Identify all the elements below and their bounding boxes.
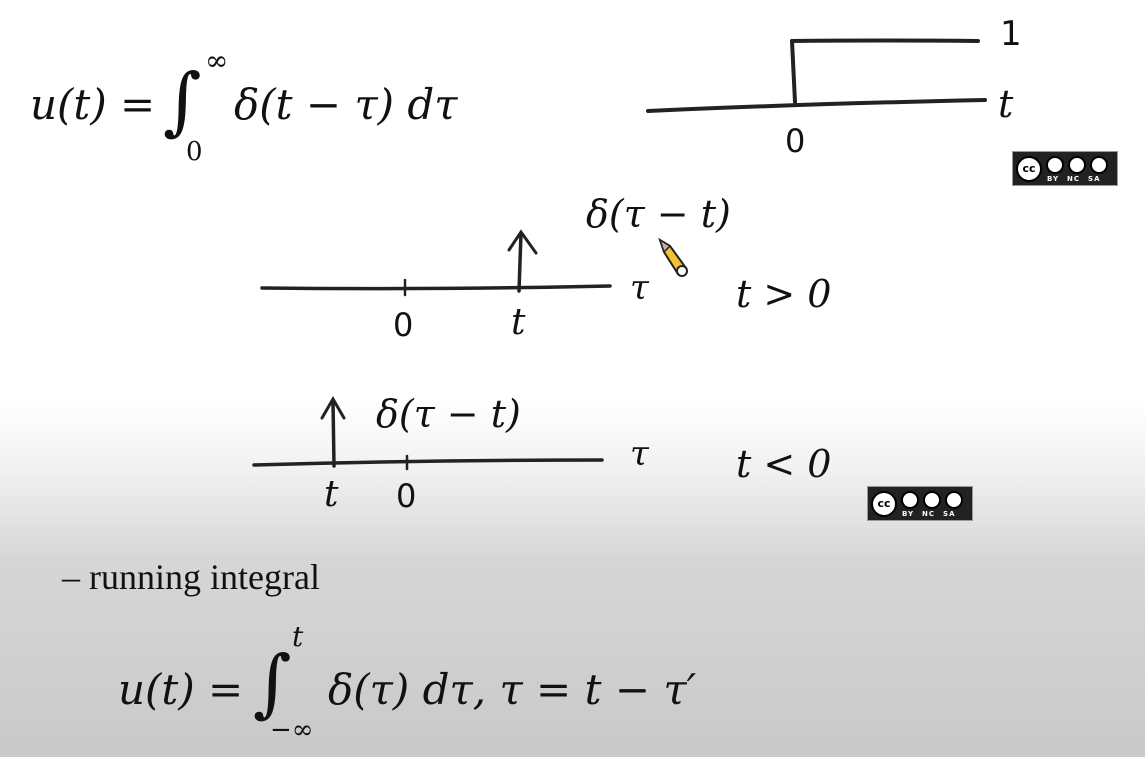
- step-high-label: 1: [1000, 14, 1022, 54]
- pos-axis-label: τ: [630, 268, 649, 308]
- step-rise: [790, 39, 797, 104]
- eq-top-lower-limit: 0: [186, 137, 203, 167]
- neg-impulse-head: [320, 396, 346, 420]
- eq-bottom-integral-sign: ∫: [253, 640, 292, 726]
- plot-neg: [252, 396, 604, 471]
- neg-axis-label: τ: [630, 434, 649, 474]
- license-sa: SA: [943, 510, 956, 518]
- neg-tick-t-label: t: [324, 474, 339, 515]
- plot-pos: [260, 229, 612, 297]
- license-nc: NC: [1067, 175, 1081, 183]
- pos-axis: [260, 284, 612, 291]
- license-by: BY: [1047, 175, 1060, 183]
- eq-bottom-integrand: δ(τ) dτ, τ = t − τ′: [328, 665, 697, 714]
- attribution-icon: [901, 490, 919, 509]
- eq-top-lhs: u(t) =: [30, 80, 156, 129]
- license-sa: SA: [1088, 175, 1101, 183]
- pos-delta-label: δ(τ − t): [586, 192, 731, 236]
- step-axis-label: t: [998, 82, 1014, 126]
- noncommercial-icon: [1068, 155, 1086, 174]
- neg-condition: t < 0: [736, 442, 832, 486]
- step-plot: [646, 38, 987, 113]
- step-origin-label: 0: [785, 122, 806, 160]
- eq-bottom-upper-limit: t: [292, 620, 304, 653]
- step-high: [790, 38, 980, 43]
- eq-bottom-lhs: u(t) =: [118, 665, 244, 714]
- attribution-icon: [1046, 155, 1064, 174]
- sharealike-icon: [945, 490, 963, 509]
- pos-tick-zero-label: 0: [393, 306, 414, 344]
- pos-impulse: [517, 231, 523, 293]
- license-nc: NC: [922, 510, 936, 518]
- cc-icon: cc: [871, 490, 897, 517]
- neg-tick-zero-label: 0: [396, 477, 417, 515]
- neg-axis: [252, 458, 604, 467]
- noncommercial-icon: [923, 490, 941, 509]
- neg-impulse: [331, 399, 336, 468]
- eq-top-integrand: δ(t − τ) dτ: [234, 80, 458, 129]
- eq-top-upper-limit: ∞: [205, 44, 229, 77]
- sharealike-icon: [1090, 155, 1108, 174]
- license-by: BY: [902, 510, 915, 518]
- running-integral-label: – running integral: [62, 557, 320, 597]
- pos-impulse-head: [507, 229, 538, 255]
- license-badge-bottom: cc BY NC SA: [867, 486, 973, 521]
- eq-bottom-lower-limit: −∞: [270, 715, 314, 745]
- license-badge-top: cc BY NC SA: [1012, 151, 1118, 186]
- neg-delta-label: δ(τ − t): [376, 392, 521, 436]
- pencil-cursor-icon: [658, 238, 688, 277]
- eq-top-integral-sign: ∫: [163, 58, 202, 144]
- pos-tick-t-label: t: [511, 302, 526, 343]
- pos-condition: t > 0: [736, 272, 832, 316]
- cc-icon: cc: [1016, 155, 1042, 182]
- step-axis: [646, 98, 987, 113]
